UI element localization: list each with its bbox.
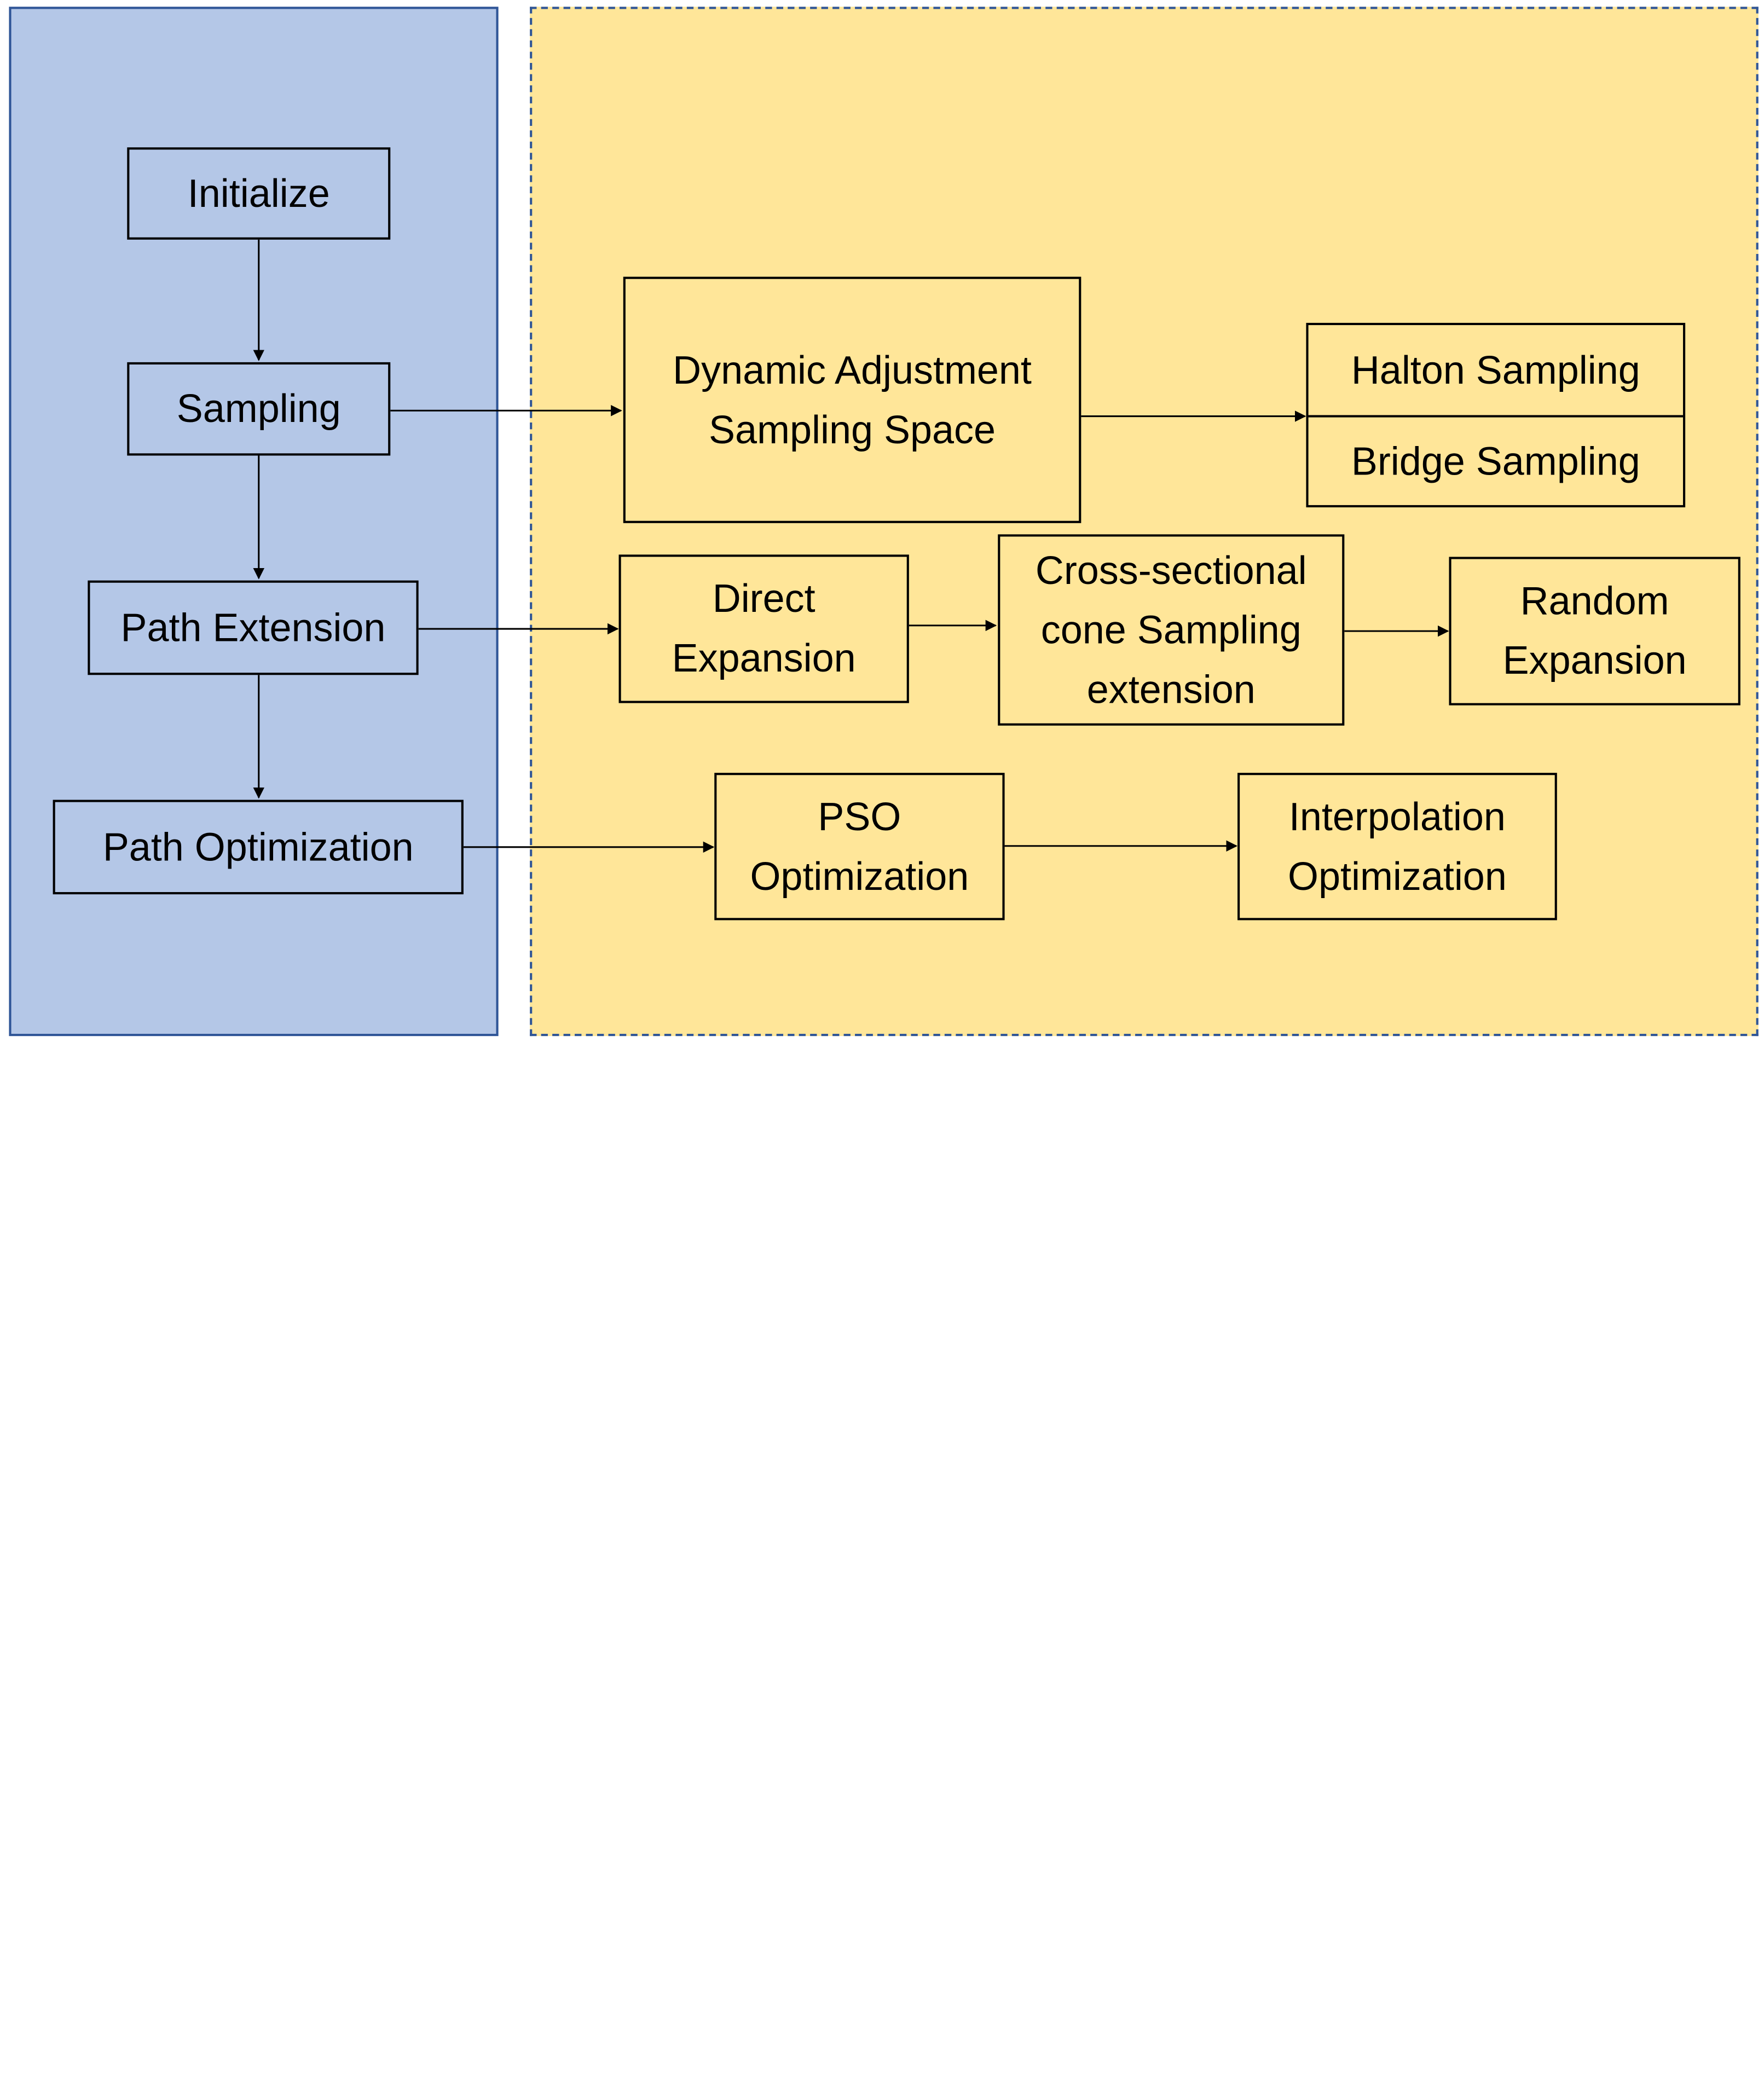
cone-sampling-box: Cross-sectional cone Sampling extension (998, 534, 1345, 726)
connector-arrows (253, 239, 1449, 853)
pso-optimization-label-line1: PSO (818, 795, 901, 839)
halton-sampling-label: Halton Sampling (1351, 349, 1640, 393)
path-extension-label: Path Extension (120, 605, 386, 650)
sampling-methods-box: Halton Sampling Bridge Sampling (1306, 322, 1686, 508)
dynamic-adjustment-label-line1: Dynamic Adjustment (673, 348, 1032, 392)
pso-optimization-box: PSO Optimization (714, 773, 1005, 921)
sampling-methods-divider (1308, 415, 1684, 418)
path-optimization-box: Path Optimization (53, 800, 464, 895)
dynamic-adjustment-label-line2: Sampling Space (709, 408, 996, 452)
direct-expansion-box: Direct Expansion (618, 554, 909, 703)
interpolation-optimization-label-line1: Interpolation (1288, 795, 1506, 839)
bridge-sampling-label: Bridge Sampling (1351, 439, 1640, 484)
cone-sampling-label-line3: extension (1086, 667, 1256, 712)
initialize-label: Initialize (187, 171, 330, 216)
cone-sampling-label-line1: Cross-sectional (1035, 548, 1307, 593)
random-expansion-box: Random Expansion (1449, 557, 1740, 705)
interpolation-optimization-label-line2: Optimization (1288, 854, 1507, 899)
random-expansion-label-line1: Random (1520, 579, 1669, 623)
interpolation-optimization-box: Interpolation Optimization (1237, 773, 1557, 921)
sampling-label: Sampling (176, 387, 341, 431)
initialize-box: Initialize (127, 147, 391, 240)
path-optimization-label: Path Optimization (102, 825, 414, 869)
pso-optimization-label-line2: Optimization (750, 854, 969, 899)
cone-sampling-label-line2: cone Sampling (1040, 607, 1302, 652)
direct-expansion-label-line1: Direct (712, 577, 816, 621)
random-expansion-label-line2: Expansion (1502, 639, 1687, 683)
direct-expansion-label-line2: Expansion (672, 636, 856, 681)
dynamic-adjustment-box: Dynamic Adjustment Sampling Space (623, 276, 1081, 523)
sampling-box: Sampling (127, 362, 391, 456)
path-extension-box: Path Extension (88, 580, 419, 675)
